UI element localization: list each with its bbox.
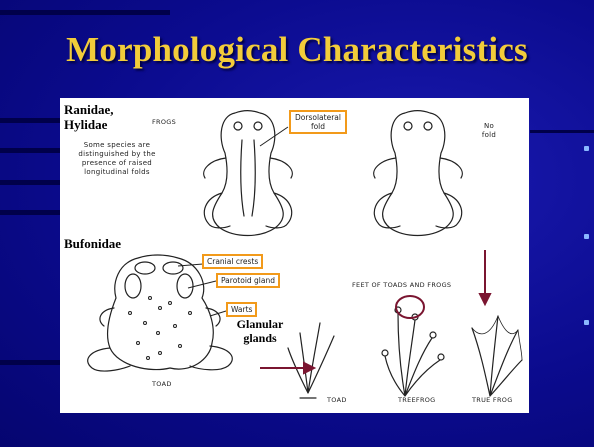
illustration-panel: Ranidae, Hylidae FROGS Some species are …: [60, 98, 529, 413]
slide-title: Morphological Characteristics: [0, 30, 594, 70]
treefrog-toe-highlight: [396, 296, 424, 318]
decor-stripe: [530, 130, 594, 133]
toad-foot-drawing: [288, 323, 334, 398]
toad-caption: TOAD: [152, 380, 172, 388]
feet-label-treefrog: TREEFROG: [398, 396, 436, 404]
decor-marker: [584, 146, 589, 151]
toad-drawing: [88, 255, 233, 371]
feet-heading: FEET OF TOADS AND FROGS: [352, 281, 451, 289]
no-fold-label: No fold: [478, 122, 500, 140]
decor-marker: [584, 320, 589, 325]
decor-stripe: [0, 148, 62, 153]
decor-stripe: [0, 210, 62, 215]
frogs-heading: FROGS: [152, 118, 176, 126]
parotoid-gland-callout: Parotoid gland: [216, 273, 280, 288]
cranial-crests-callout: Cranial crests: [202, 254, 263, 269]
decor-marker: [584, 234, 589, 239]
frogs-family-label: Ranidae, Hylidae: [64, 102, 134, 132]
toads-family-label: Bufonidae: [64, 236, 121, 251]
feet-label-toad: TOAD: [327, 396, 347, 404]
decor-stripe: [0, 180, 62, 185]
frog-no-fold-drawing: [374, 111, 463, 236]
feet-label-true-frog: TRUE FROG: [472, 396, 513, 404]
warts-callout: Warts: [226, 302, 257, 317]
frog-with-fold-drawing: [204, 111, 293, 236]
true-frog-foot-drawing: [472, 316, 522, 396]
decor-stripe: [0, 10, 170, 15]
decor-stripe: [0, 118, 62, 123]
dorsolateral-fold-callout: Dorsolateral fold: [289, 110, 347, 134]
frogs-note: Some species are distinguished by the pr…: [66, 141, 168, 177]
glands-label: Glanular glands: [236, 317, 284, 345]
decor-stripe: [0, 360, 62, 365]
treefrog-foot-drawing: [382, 307, 444, 396]
